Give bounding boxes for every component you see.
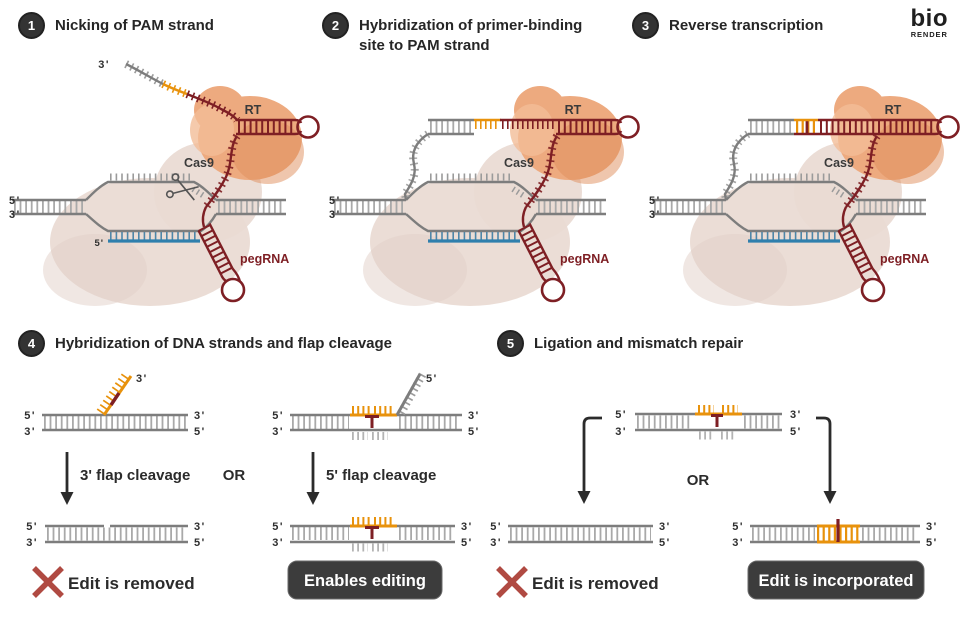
- step-3-number-badge: 3: [632, 12, 659, 39]
- p4l-tr-label: 3': [194, 410, 206, 422]
- nicked-pam-strand: [124, 60, 241, 123]
- p3-five-prime-left-label: 5': [649, 195, 661, 207]
- panel-3-diagram: 5' 3' RT Cas9 pegRNA: [640, 86, 960, 320]
- p4-left-arrow-label: 3' flap cleavage: [80, 467, 190, 484]
- p2-pegrna-label: pegRNA: [560, 252, 609, 266]
- p5lr-tl-label: 5': [490, 521, 502, 533]
- p1-three-prime-left-label: 3': [9, 209, 21, 221]
- x-mark-icon: [32, 566, 64, 598]
- x-mark-icon: [496, 566, 528, 598]
- p4l-bl-label: 3': [24, 426, 36, 438]
- biorender-logo: bio RENDER: [910, 5, 949, 39]
- p1-rt-label: RT: [245, 103, 262, 117]
- step-3-title: 3 Reverse transcription: [632, 12, 872, 39]
- p5c-tr-label: 3': [790, 409, 802, 421]
- p4r-tr-label: 3': [468, 410, 480, 422]
- p1-five-prime-pbs-label: 5': [94, 238, 104, 249]
- panel-5-diagram: 5' 3' 3' 5' OR 5' 3' 3' 5' Edit is remov…: [490, 405, 938, 600]
- p5-or-label: OR: [687, 472, 710, 489]
- p1-five-prime-left-label: 5': [9, 195, 21, 207]
- p2-five-prime-left-label: 5': [329, 195, 341, 207]
- p4rr-tr-label: 3': [461, 521, 473, 533]
- p5lr-tr-label: 3': [659, 521, 671, 533]
- pam-pbs-hybrid-ladder: [748, 120, 794, 134]
- p5c-br-label: 5': [790, 426, 802, 438]
- p4-right-arrow-label: 5' flap cleavage: [326, 467, 436, 484]
- panel-1-diagram: 3' 5' 3' 5' RT Cas9 pegRNA: [0, 59, 320, 320]
- p4lr-tl-label: 5': [26, 521, 38, 533]
- p4-left-duplex-with-3prime-flap: [42, 370, 188, 432]
- p4l-br-label: 5': [194, 426, 206, 438]
- step-4-title: 4 Hybridization of DNA strands and flap …: [18, 330, 448, 357]
- p4lr-tr-label: 3': [194, 521, 206, 533]
- p3-cas9-label: Cas9: [824, 156, 854, 170]
- p5-right-outcome-text: Edit is incorporated: [759, 572, 914, 590]
- step-5-title-text: Ligation and mismatch repair: [534, 335, 744, 352]
- p3-three-prime-left-label: 3': [649, 209, 661, 221]
- step-2-title-text: Hybridization of primer-binding site to …: [359, 17, 583, 54]
- p5-right-result-duplex: [750, 519, 920, 544]
- p2-rt-label: RT: [565, 103, 582, 117]
- p4rr-br-label: 5': [461, 537, 473, 549]
- step-4-title-text: Hybridization of DNA strands and flap cl…: [55, 335, 393, 352]
- enables-editing-badge: [287, 560, 443, 600]
- p5-right-elbow-arrow: [816, 416, 837, 504]
- p4-right-flap-5prime-label: 5': [426, 373, 438, 385]
- panel-4-diagram: 3' 5' 3' 3' 5' 3' flap cleavage OR 5' 3'…: [24, 370, 480, 600]
- step-1-number-badge: 1: [18, 12, 45, 39]
- p5rr-br-label: 5': [926, 537, 938, 549]
- reverse-transcribed-edit-ladder: [794, 118, 876, 136]
- panel-2-diagram: 5' 3' RT Cas9 pegRNA: [320, 86, 640, 320]
- p4-right-outcome-text: Enables editing: [304, 572, 426, 590]
- p4l-tl-label: 5': [24, 410, 36, 422]
- p4lr-bl-label: 3': [26, 537, 38, 549]
- step-4-number-badge: 4: [18, 330, 45, 357]
- step-5-number-badge: 5: [497, 330, 524, 357]
- p5-left-result-duplex: [508, 524, 653, 544]
- p4lr-br-label: 5': [194, 537, 206, 549]
- p4-right-duplex-with-5prime-flap: [290, 370, 462, 440]
- p4-right-arrow: [306, 452, 320, 505]
- biorender-logo-brand: bio: [910, 5, 948, 32]
- step-1-title-text: Nicking of PAM strand: [55, 17, 214, 34]
- p5c-tl-label: 5': [615, 409, 627, 421]
- p1-three-prime-top-label: 3': [98, 59, 110, 71]
- p5-central-heteroduplex: [635, 405, 782, 440]
- p5lr-br-label: 5': [659, 537, 671, 549]
- p4-right-result-duplex: [290, 517, 455, 552]
- step-3-title-text: Reverse transcription: [669, 17, 824, 34]
- pam-pbs-hybrid-ladder: [428, 120, 474, 134]
- p4r-bl-label: 3': [272, 426, 284, 438]
- p3-pegrna-label: pegRNA: [880, 252, 929, 266]
- p4r-br-label: 5': [468, 426, 480, 438]
- p4r-tl-label: 5': [272, 410, 284, 422]
- p3-rt-label: RT: [885, 103, 902, 117]
- scissors-icon: [165, 173, 199, 201]
- p4-left-result-duplex: [45, 524, 188, 544]
- biorender-logo-sub: RENDER: [910, 29, 948, 39]
- p5c-bl-label: 3': [615, 426, 627, 438]
- step-5-title: 5 Ligation and mismatch repair: [497, 330, 897, 357]
- p4-left-outcome-text: Edit is removed: [68, 574, 195, 593]
- p1-cas9-label: Cas9: [184, 156, 214, 170]
- step-2-number-badge: 2: [322, 12, 349, 39]
- p5-left-elbow-arrow: [577, 416, 602, 504]
- pbs-single-strand: [474, 118, 556, 129]
- p2-cas9-label: Cas9: [504, 156, 534, 170]
- p4-or-label: OR: [223, 467, 246, 484]
- p5-left-outcome-text: Edit is removed: [532, 574, 659, 593]
- p4-left-flap-3prime-label: 3': [136, 373, 148, 385]
- p4-left-arrow: [60, 452, 74, 505]
- p1-pegrna-label: pegRNA: [240, 252, 289, 266]
- p5rr-bl-label: 3': [732, 537, 744, 549]
- p2-three-prime-left-label: 3': [329, 209, 341, 221]
- edit-incorporated-badge: [747, 560, 925, 600]
- p5lr-bl-label: 3': [490, 537, 502, 549]
- p5rr-tl-label: 5': [732, 521, 744, 533]
- step-1-title: 1 Nicking of PAM strand: [18, 12, 298, 39]
- step-2-title: 2 Hybridization of primer-binding site t…: [322, 12, 590, 55]
- p4rr-bl-label: 3': [272, 537, 284, 549]
- p5rr-tr-label: 3': [926, 521, 938, 533]
- p4rr-tl-label: 5': [272, 521, 284, 533]
